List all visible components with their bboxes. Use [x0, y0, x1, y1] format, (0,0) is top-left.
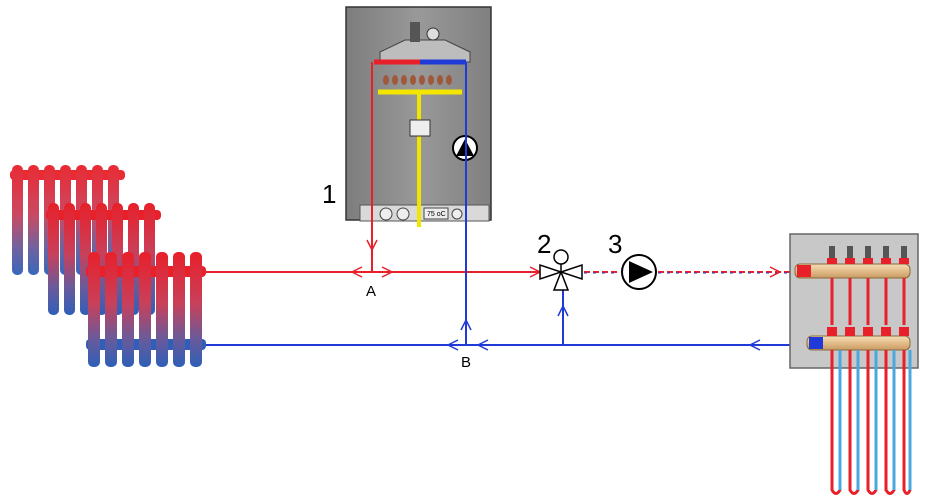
- gauge-icon: [426, 27, 440, 41]
- label-point-b: B: [461, 354, 471, 371]
- boiler-knob-icon[interactable]: [379, 207, 393, 221]
- boiler-knob-icon[interactable]: [396, 207, 410, 221]
- label-pump: 3: [608, 229, 622, 259]
- boiler: 75 oC: [345, 6, 492, 227]
- radiator-icon: [10, 165, 206, 367]
- underfloor-loop-icon: [830, 350, 912, 495]
- pump-icon[interactable]: [621, 254, 657, 290]
- label-boiler: 1: [322, 179, 336, 209]
- boiler-temperature-readout: 75 oC: [427, 211, 446, 218]
- label-point-a: A: [366, 283, 376, 300]
- supply-pipes: [204, 62, 790, 274]
- manifold-icon: [789, 233, 919, 369]
- label-mixing-valve: 2: [537, 229, 551, 259]
- burner-row: [383, 75, 452, 85]
- mixing-valve-icon[interactable]: [539, 249, 583, 291]
- return-pipes: [204, 62, 790, 346]
- flow-arrow-icon: [350, 239, 782, 351]
- gas-valve-icon: [409, 119, 431, 137]
